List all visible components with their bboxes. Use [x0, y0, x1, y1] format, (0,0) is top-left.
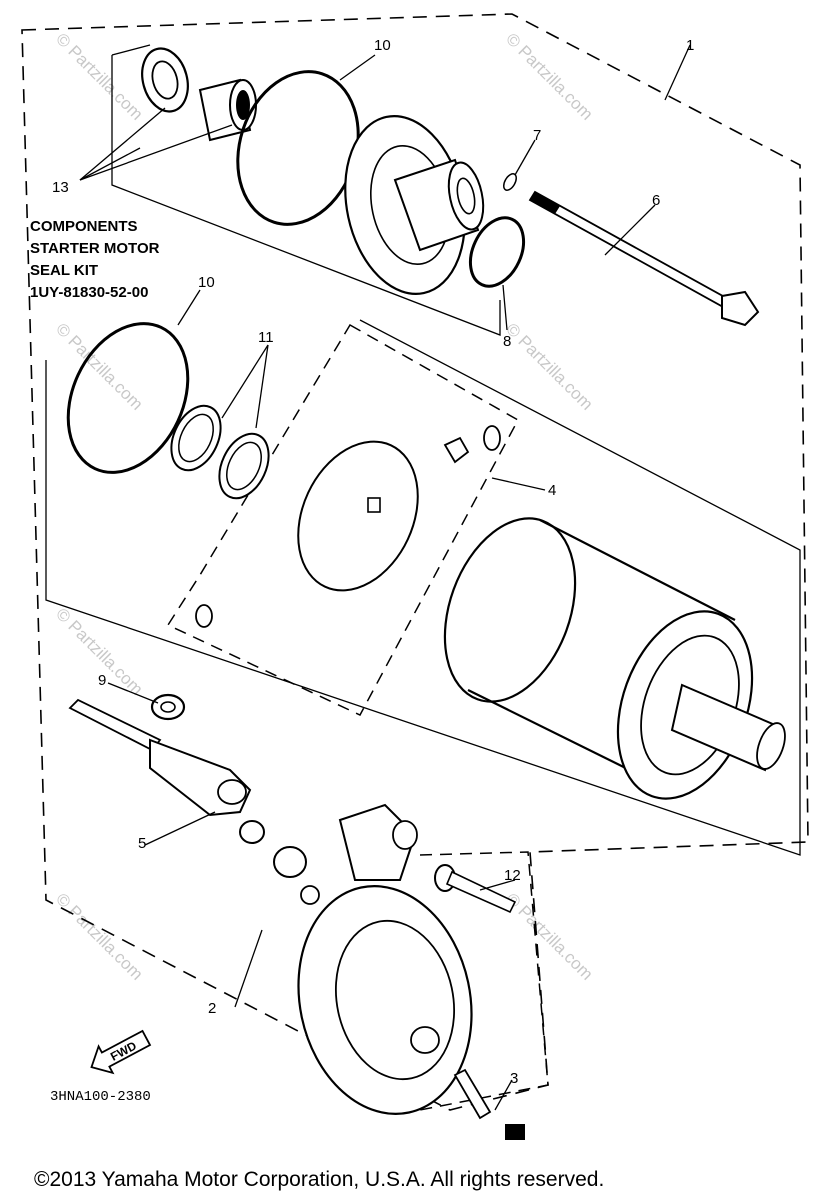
- callout-6: 6: [652, 192, 660, 209]
- callout-13: 13: [52, 179, 69, 196]
- o-ring-small: [503, 173, 517, 191]
- callout-7: 7: [533, 127, 541, 144]
- callout-9: 9: [98, 672, 106, 689]
- callouts: 1 2 3 4 5 6 7 8 9 10 10 11 12 13: [52, 37, 694, 1087]
- callout-5: 5: [138, 835, 146, 852]
- watermark: © Partzilla.com: [502, 889, 596, 983]
- small-nut: [239, 820, 265, 844]
- watermark: © Partzilla.com: [502, 29, 596, 123]
- leader-lines: [79, 44, 691, 1111]
- kit-label-line2: STARTER MOTOR: [30, 240, 160, 257]
- seal-kit-boundary-upper: [111, 55, 501, 336]
- callout-8: 8: [503, 333, 511, 350]
- seal-kit-boundary-upper-top: [111, 44, 151, 56]
- needle-bearing: [198, 78, 257, 142]
- watermark: © Partzilla.com: [52, 889, 146, 983]
- motor-body: [443, 517, 786, 800]
- seal-kit-label: COMPONENTS STARTER MOTOR SEAL KIT 1UY-81…: [30, 218, 160, 301]
- rear-cover: [297, 803, 473, 1115]
- small-washer: [273, 846, 307, 878]
- brush-plate: [195, 425, 501, 628]
- brush-holder-dashed-box: [166, 323, 520, 716]
- callout-10-left: 10: [198, 274, 215, 291]
- fwd-arrow: FWD: [90, 1029, 152, 1075]
- watermark: © Partzilla.com: [52, 29, 146, 123]
- callout-1: 1: [686, 37, 694, 54]
- insulator: [300, 885, 320, 905]
- o-ring-left: [66, 322, 190, 474]
- washers: [170, 404, 270, 500]
- kit-label-line3: SEAL KIT: [30, 262, 98, 279]
- callout-2: 2: [208, 1000, 216, 1017]
- callout-3: 3: [510, 1070, 518, 1087]
- assembly-boundary-dashed: [21, 13, 809, 1111]
- mounting-bolt: [434, 864, 517, 914]
- lead-wire: [68, 698, 252, 817]
- callout-12: 12: [504, 867, 521, 884]
- callout-4: 4: [548, 482, 556, 499]
- watermark: © Partzilla.com: [502, 319, 596, 413]
- nut: [150, 693, 186, 721]
- terminal-bolt: [453, 1068, 525, 1140]
- callout-10-top: 10: [374, 37, 391, 54]
- kit-label-part-number: 1UY-81830-52-00: [30, 284, 148, 301]
- drawing-code: 3HNA100-2380: [50, 1089, 151, 1105]
- front-cover: [344, 115, 485, 295]
- o-ring-medium: [468, 216, 526, 288]
- seal-kit-boundary-middle: [45, 319, 801, 856]
- through-bolt: [528, 190, 760, 327]
- fwd-arrow-icon: [90, 1029, 152, 1075]
- oil-seal: [141, 47, 189, 113]
- callout-11: 11: [258, 329, 274, 346]
- watermark: © Partzilla.com: [52, 319, 146, 413]
- lower-bracket-dashed-area: [419, 851, 549, 1111]
- kit-label-line1: COMPONENTS: [30, 218, 138, 235]
- copyright-notice: ©2013 Yamaha Motor Corporation, U.S.A. A…: [34, 1168, 604, 1191]
